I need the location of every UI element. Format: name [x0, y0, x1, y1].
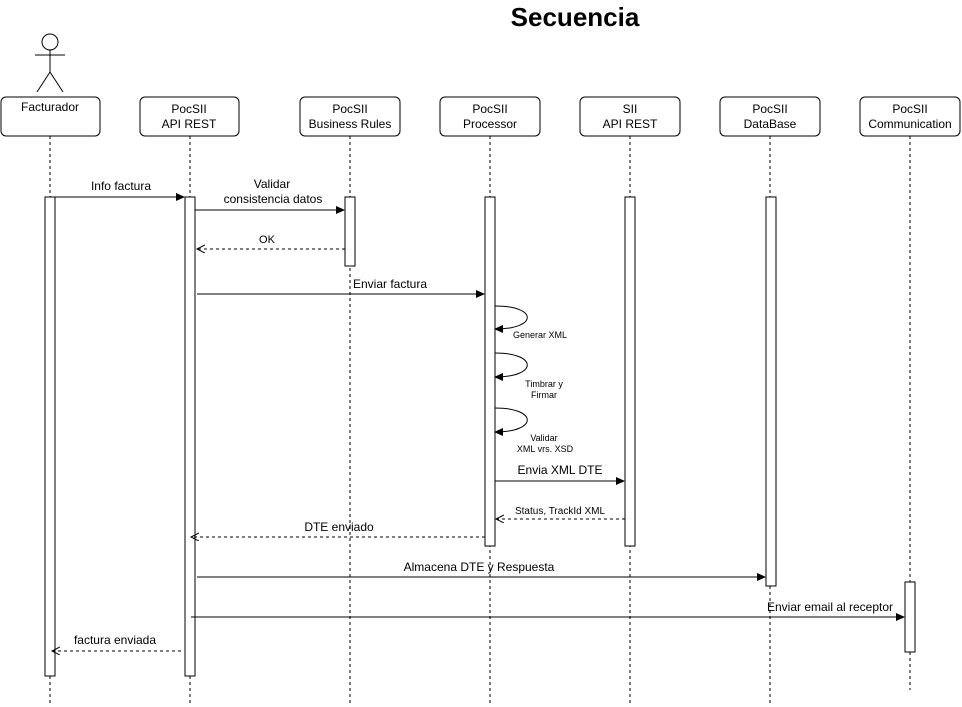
- message-label: OK: [259, 234, 276, 246]
- participant-label: Facturador: [21, 100, 79, 114]
- activation-sii-api: [624, 196, 636, 547]
- message-label: consistencia datos: [224, 192, 323, 206]
- message-label: DTE enviado: [304, 520, 374, 534]
- participant-api-rest: PocSII API REST: [139, 96, 240, 137]
- participant-label: PocSII: [332, 102, 367, 116]
- message-label: Enviar factura: [353, 277, 427, 291]
- participant-label: Processor: [463, 117, 517, 131]
- participant-processor: PocSII Processor: [439, 96, 541, 137]
- participant-label: API REST: [603, 117, 658, 131]
- self-message-arrow: [494, 352, 528, 381]
- self-message-label: Generar XML: [513, 330, 567, 340]
- participant-label: Communication: [868, 117, 951, 131]
- participant-business-rules: PocSII Business Rules: [299, 96, 401, 137]
- participant-sii-api: SII API REST: [579, 96, 681, 137]
- self-message-label: XML vrs. XSD: [517, 444, 574, 454]
- participant-label: PocSII: [472, 102, 507, 116]
- self-message-arrow: [494, 305, 528, 333]
- self-message-arrow: [494, 407, 528, 436]
- participant-label: PocSII: [892, 102, 927, 116]
- activation-api-rest: [184, 196, 196, 677]
- message-label: Info factura: [91, 179, 151, 193]
- message-label: factura enviada: [74, 633, 156, 647]
- participant-label: PocSII: [171, 102, 206, 116]
- message-label: Status, TrackId XML: [515, 506, 605, 517]
- participant-label: Business Rules: [309, 117, 392, 131]
- message-label: Validar: [254, 177, 290, 191]
- message-label: Almacena DTE y Respuesta: [404, 560, 555, 574]
- activation-facturador: [44, 196, 56, 677]
- participant-label: API REST: [162, 117, 217, 131]
- self-message-label: Timbrar y: [525, 379, 563, 389]
- message-label: Envia XML DTE: [518, 463, 603, 477]
- self-message-label: Validar: [530, 433, 557, 443]
- message-label: Enviar email al receptor: [767, 600, 893, 614]
- participant-label: SII: [623, 102, 638, 116]
- participant-label: PocSII: [752, 102, 787, 116]
- participant-communication: PocSII Communication: [859, 96, 961, 137]
- self-message-label: Firmar: [531, 390, 557, 400]
- activation-processor: [484, 196, 496, 547]
- activation-communication: [904, 581, 916, 653]
- activation-database: [765, 196, 777, 587]
- participant-label: DataBase: [744, 117, 797, 131]
- participant-database: PocSII DataBase: [719, 96, 821, 137]
- participant-facturador: Facturador: [0, 96, 101, 137]
- actor-icon: [35, 33, 65, 93]
- diagram-title: Secuencia: [511, 2, 640, 32]
- activation-business-rules: [344, 196, 356, 267]
